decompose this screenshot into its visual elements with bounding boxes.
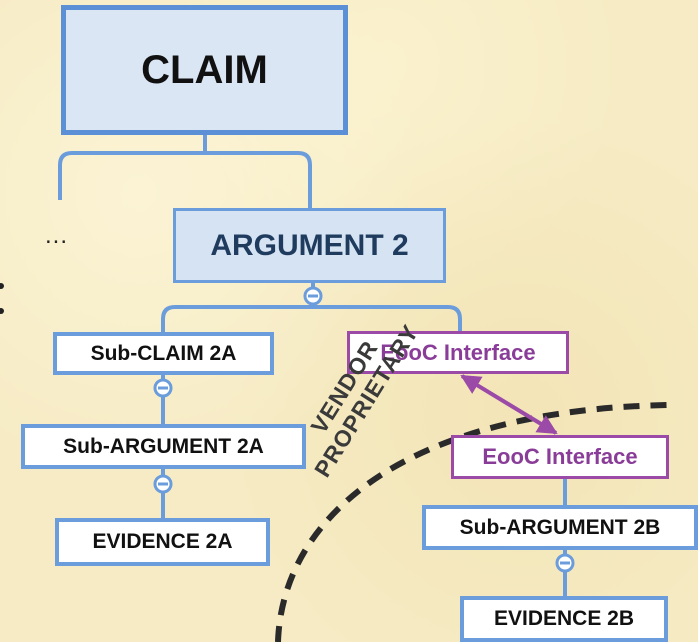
eooc-interface-inner-node: EooC Interface [451,435,669,479]
edge-dot [0,283,4,289]
minus-circle-icon [153,474,173,494]
minus-circle-icon [153,378,173,398]
argument-node: ARGUMENT 2 [173,208,446,283]
sub-argument-2a-node: Sub-ARGUMENT 2A [21,424,306,469]
vendor-boundary-line [275,402,669,642]
minus-circle-icon [303,286,323,306]
eooc-interface-outer-node: EooC Interface [347,331,569,374]
evidence-2b-node: EVIDENCE 2B [460,596,668,642]
evidence-2a-node: EVIDENCE 2A [55,518,270,566]
edge-dot [0,308,4,314]
more-branches-ellipsis: ... [45,222,69,249]
claim-node: CLAIM [61,5,348,135]
claim-connector [58,135,312,208]
minus-circle-icon [555,553,575,573]
sub-argument-2b-node: Sub-ARGUMENT 2B [422,505,698,550]
double-arrow-icon [460,374,558,435]
sub-claim-2a-node: Sub-CLAIM 2A [53,332,274,375]
